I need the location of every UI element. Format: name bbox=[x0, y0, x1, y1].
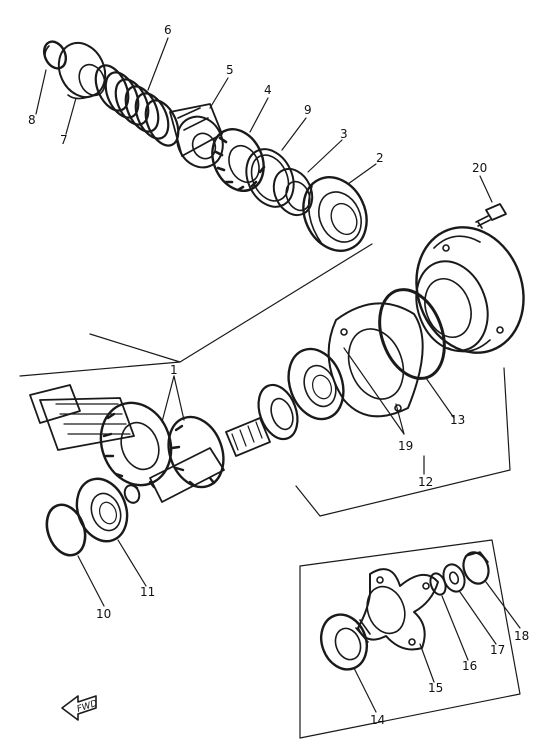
part-9-shim bbox=[245, 148, 295, 208]
callout-7: 7 bbox=[60, 133, 68, 147]
callout-18: 18 bbox=[514, 629, 529, 643]
group-19-bracket bbox=[343, 347, 405, 435]
front-direction-arrow-icon: FWD bbox=[61, 695, 99, 721]
callout-9: 9 bbox=[304, 103, 312, 117]
callout-19: 19 bbox=[398, 439, 413, 453]
callout-10: 10 bbox=[96, 607, 111, 621]
part-11-bearing bbox=[75, 477, 129, 543]
part-15-hub bbox=[355, 568, 439, 651]
callout-17: 17 bbox=[490, 643, 505, 657]
group-12-bracket bbox=[295, 367, 511, 517]
callout-8: 8 bbox=[28, 113, 36, 127]
part-18-nut bbox=[462, 551, 490, 585]
part-10-circlip bbox=[45, 503, 87, 557]
part-12-bearing bbox=[287, 347, 345, 421]
part-20-bolt bbox=[475, 203, 507, 229]
callout-4: 4 bbox=[264, 83, 272, 97]
callout-11: 11 bbox=[140, 585, 155, 599]
callout-5: 5 bbox=[226, 63, 234, 77]
group-lower-bracket bbox=[299, 539, 521, 739]
part-17-washer bbox=[442, 563, 466, 593]
part-2-bearing bbox=[302, 176, 368, 252]
callout-14: 14 bbox=[370, 713, 385, 727]
callout-20: 20 bbox=[472, 161, 487, 175]
callout-labels: 6 5 4 9 3 2 8 7 20 1 12 13 19 10 11 14 1… bbox=[28, 23, 529, 727]
part-6-spring bbox=[94, 64, 180, 147]
leader-lines bbox=[35, 37, 521, 713]
part-8-circlip bbox=[42, 40, 68, 70]
group-1-bracket bbox=[19, 243, 373, 377]
callout-12: 12 bbox=[418, 475, 433, 489]
callout-2: 2 bbox=[376, 151, 384, 165]
callout-6: 6 bbox=[164, 23, 172, 37]
callout-1: 1 bbox=[170, 363, 178, 377]
part-19-gasket bbox=[327, 302, 424, 418]
part-4-dog-clutch bbox=[211, 128, 266, 192]
part-13-o-ring bbox=[378, 288, 446, 380]
callout-15: 15 bbox=[428, 681, 443, 695]
part-14-seal bbox=[320, 613, 368, 671]
callout-3: 3 bbox=[340, 127, 348, 141]
part-1-drive-shaft bbox=[29, 383, 299, 504]
callout-16: 16 bbox=[462, 659, 477, 673]
part-12-housing bbox=[415, 226, 525, 354]
callout-13: 13 bbox=[450, 413, 465, 427]
